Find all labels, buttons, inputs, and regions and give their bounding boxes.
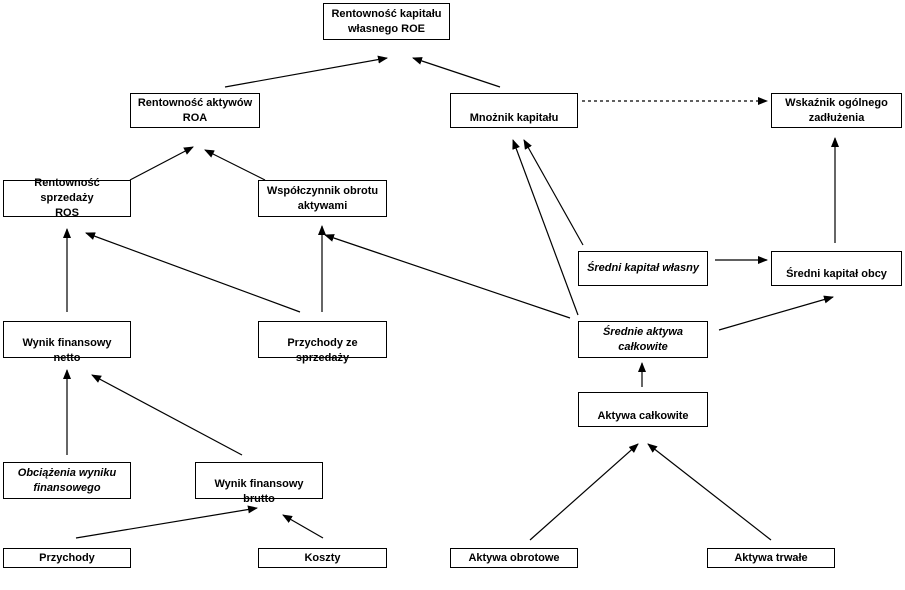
node-roe-label: Rentowność kapitału własnego ROE xyxy=(331,7,442,35)
node-prz-label: Przychody ze sprzedaży xyxy=(287,336,358,364)
node-aktywa-obrotowe: Aktywa obrotowe xyxy=(450,548,578,568)
node-sredni-kapital-obcy: Średni kapitał obcy xyxy=(771,251,902,286)
arrow-ros-to-roa xyxy=(129,146,194,181)
arrow-przychody-to-wfb xyxy=(75,505,258,539)
arrow-aob-to-ac xyxy=(529,443,639,541)
node-ros-label: Rentowność sprzedaży ROS xyxy=(34,177,100,219)
node-wfb-label: Wynik finansowy brutto xyxy=(214,477,304,505)
node-przy-label: Przychody xyxy=(39,551,95,564)
arrow-sa-to-sko xyxy=(718,295,834,331)
node-obc-label: Obciążenia wyniku finansowego xyxy=(17,466,117,494)
node-wfn-label: Wynik finansowy netto xyxy=(22,336,112,364)
node-wynik-brutto: Wynik finansowy brutto xyxy=(195,462,323,505)
arrow-wfb-to-wfn xyxy=(91,374,243,456)
node-mnoznik-kapitalu: Mnożnik kapitału xyxy=(450,93,578,128)
node-mnoznik-label: Mnożnik kapitału xyxy=(469,112,559,124)
arrow-atr-to-ac xyxy=(647,443,772,541)
node-przychody: Przychody xyxy=(3,548,131,568)
node-wspolczynnik-obrotu: Współczynnik obrotu aktywami xyxy=(258,180,387,217)
arrow-sa-to-mnoznik xyxy=(512,139,579,316)
node-skw-label: Średni kapitał własny xyxy=(587,262,699,274)
arrow-wspolczynnik-to-roa xyxy=(204,149,266,181)
arrow-prz-to-ros xyxy=(85,232,301,313)
node-wspolczynnik-label: Współczynnik obrotu aktywami xyxy=(266,184,379,212)
node-atr-label: Aktywa trwałe xyxy=(734,551,808,564)
node-wskaznik-zadluzenia: Wskaźnik ogólnego zadłużenia xyxy=(771,93,902,128)
node-sko-label: Średni kapitał obcy xyxy=(786,268,887,280)
node-przychody-sprzedazy: Przychody ze sprzedaży xyxy=(258,321,387,364)
node-roe: Rentowność kapitału własnego ROE xyxy=(323,3,450,40)
arrow-mnoznik-to-roe xyxy=(412,57,501,88)
node-obciazenia: Obciążenia wyniku finansowego xyxy=(3,462,131,499)
node-wynik-netto: Wynik finansowy netto xyxy=(3,321,131,364)
node-aktywa-calkowite: Aktywa całkowite xyxy=(578,392,708,427)
arrow-sa-to-wspolczynnik xyxy=(324,234,571,319)
node-aktywa-trwale: Aktywa trwałe xyxy=(707,548,835,568)
node-ac-label: Aktywa całkowite xyxy=(597,410,689,422)
arrow-koszty-to-wfb xyxy=(282,514,324,539)
node-roa: Rentowność aktywów ROA xyxy=(130,93,260,128)
arrow-roa-to-roe xyxy=(224,55,388,88)
node-srednie-aktywa: Średnie aktywa całkowite xyxy=(578,321,708,358)
node-sredni-kapital-wlasny: Średni kapitał własny xyxy=(578,251,708,286)
node-ros: Rentowność sprzedaży ROS xyxy=(3,177,131,219)
node-sa-label: Średnie aktywa całkowite xyxy=(602,325,684,353)
node-koszty: Koszty xyxy=(258,548,387,568)
node-wskaznik-label: Wskaźnik ogólnego zadłużenia xyxy=(785,96,888,124)
node-aob-label: Aktywa obrotowe xyxy=(468,551,560,564)
node-kos-label: Koszty xyxy=(304,551,341,564)
arrow-skw-to-mnoznik xyxy=(523,139,584,246)
node-roa-label: Rentowność aktywów ROA xyxy=(137,96,253,124)
